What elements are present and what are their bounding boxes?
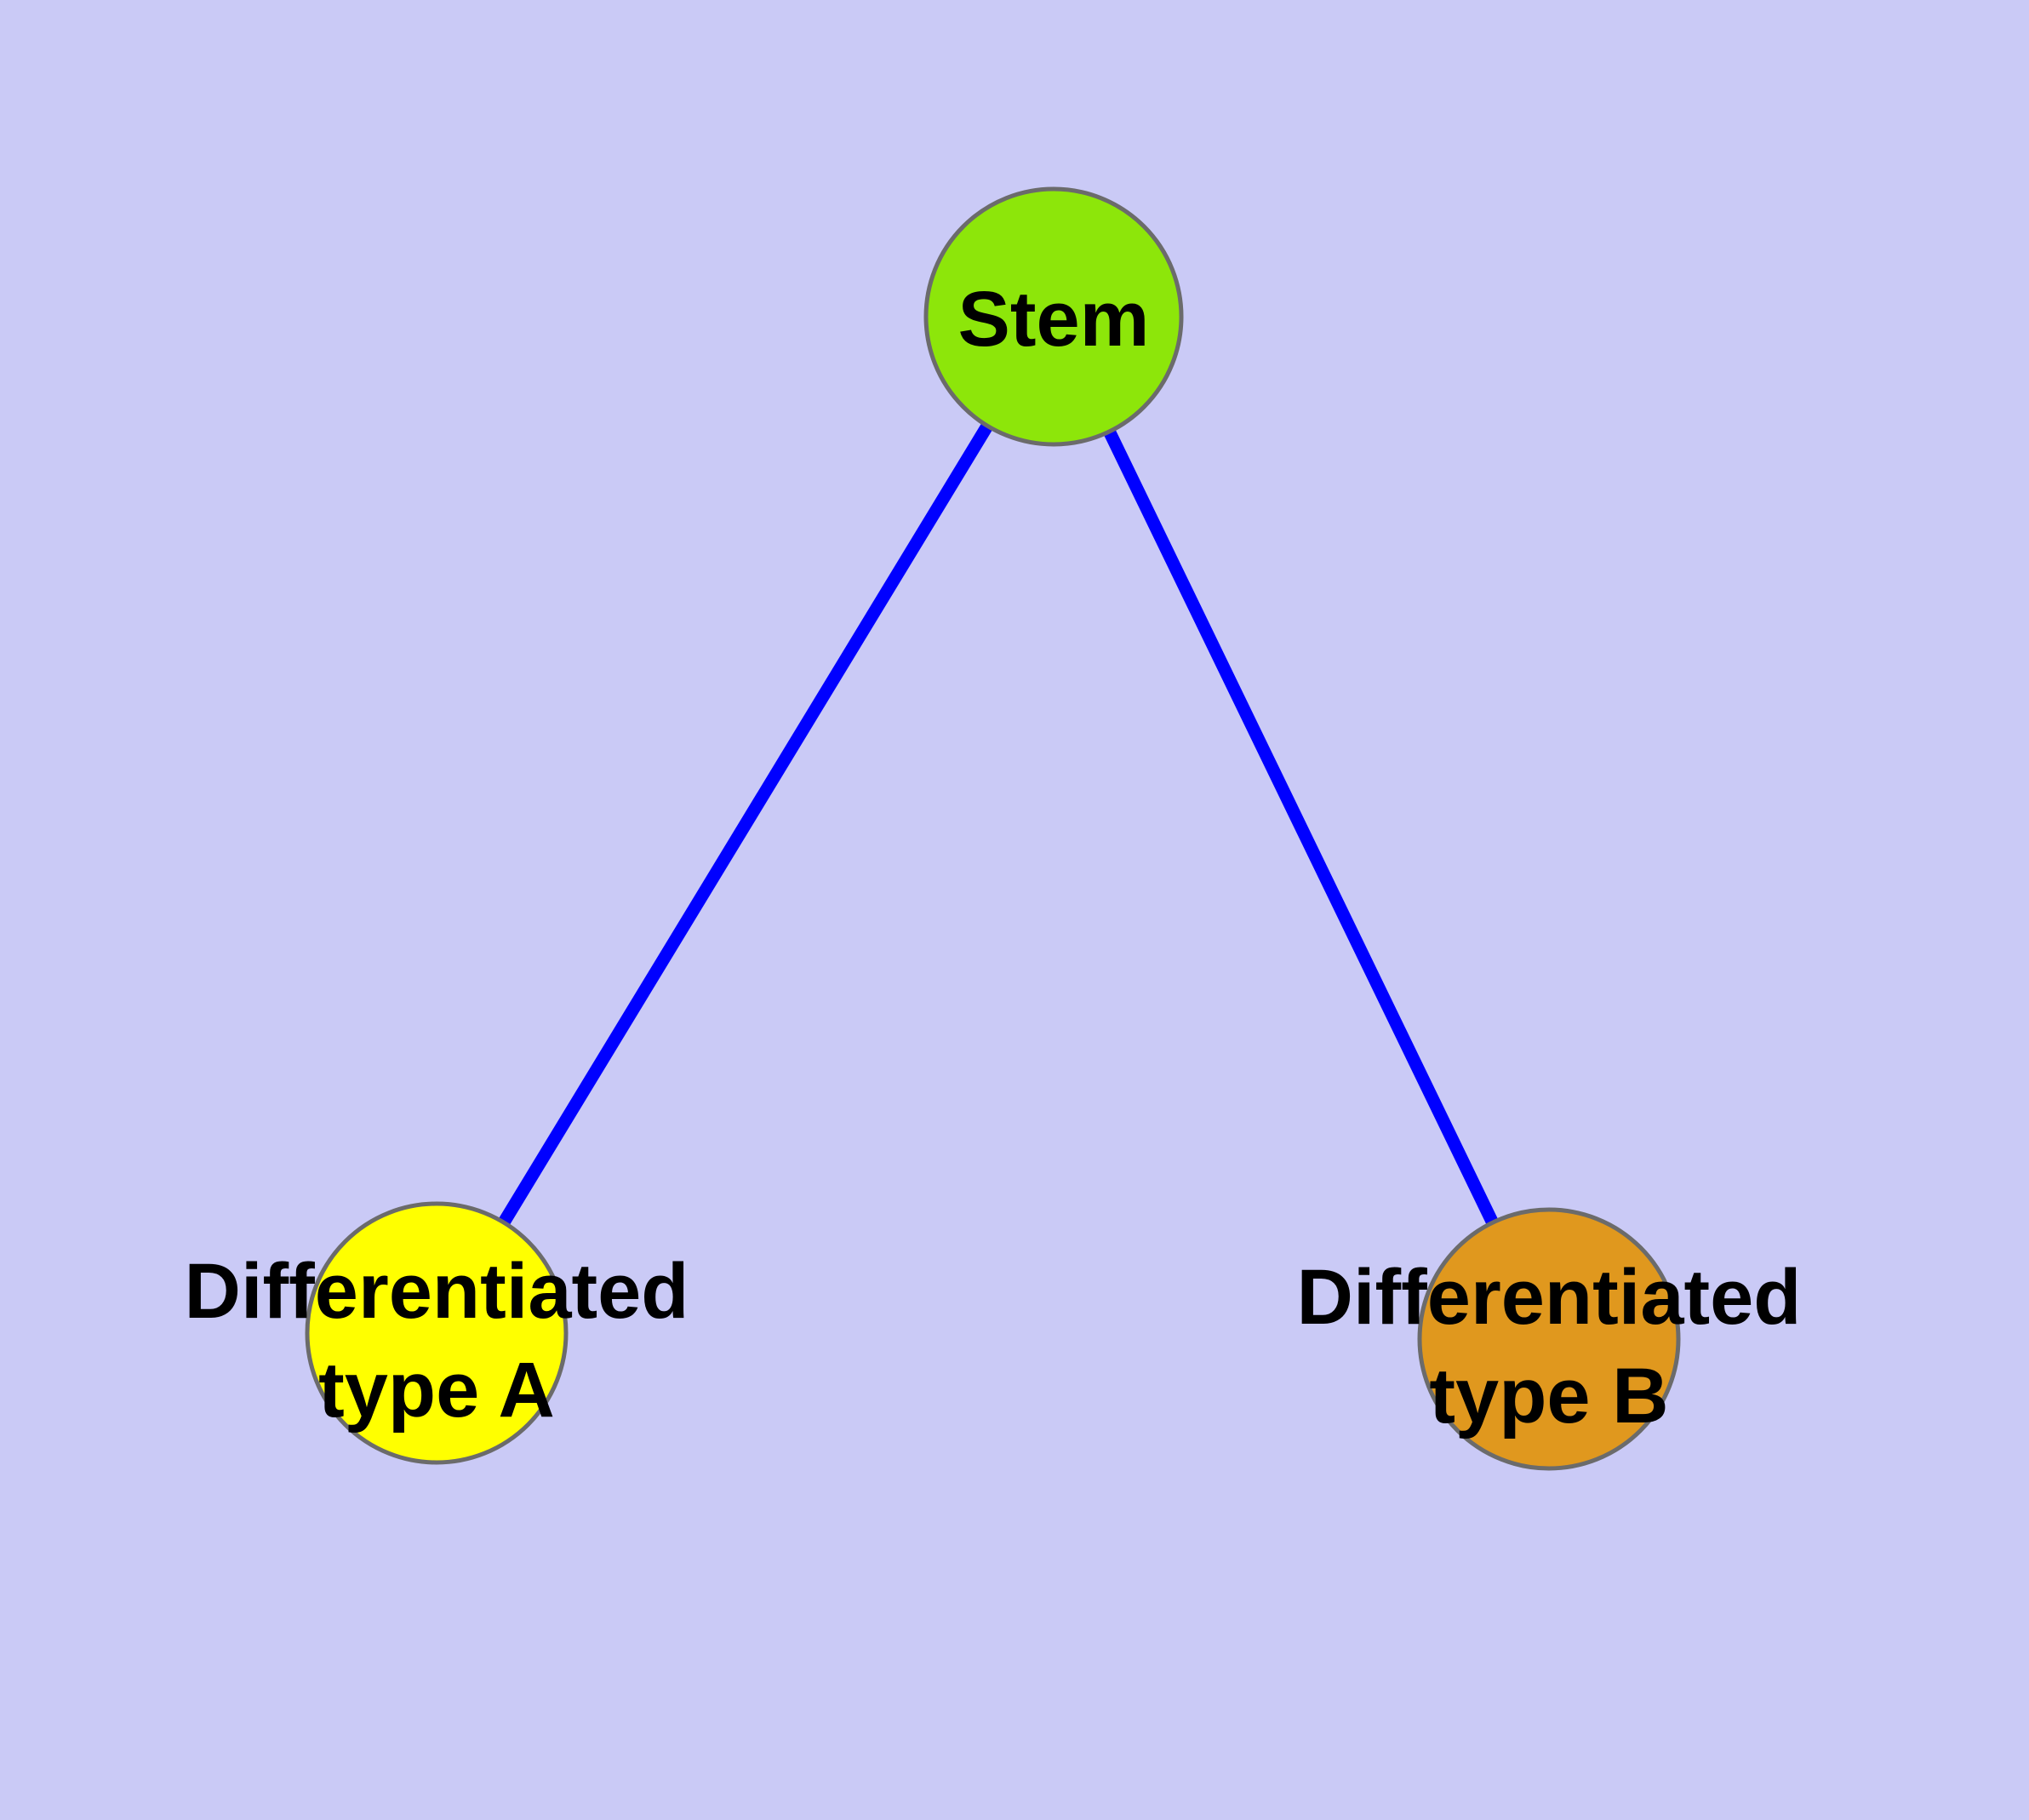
edge-layer [431, 313, 1555, 1342]
node-type-b: Differentiated type B [1297, 1207, 1802, 1471]
node-type-b-label-line1: Differentiated [1297, 1254, 1802, 1341]
node-type-a-circle [305, 1201, 569, 1465]
node-stem-label: Stem [958, 276, 1150, 363]
node-type-a-label-line2: type A [318, 1347, 555, 1434]
edge-stem-to-type-b [1048, 313, 1555, 1342]
node-type-a-label-line1: Differentiated [185, 1248, 689, 1335]
edge-stem-to-type-a [431, 313, 1060, 1336]
node-stem-circle [923, 186, 1184, 447]
node-type-a: Differentiated type A [185, 1201, 689, 1465]
node-stem: Stem [923, 186, 1184, 447]
node-type-b-label-line2: type B [1429, 1353, 1668, 1439]
node-type-b-circle [1417, 1207, 1681, 1471]
